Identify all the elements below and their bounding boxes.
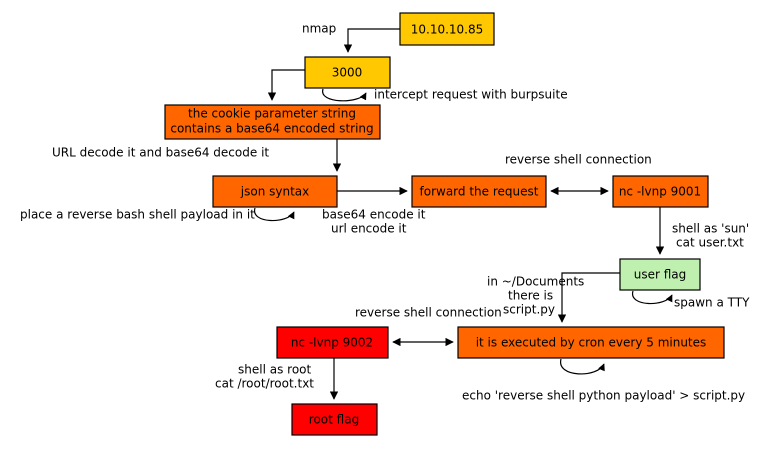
node-user-flag-box[interactable]	[619, 258, 701, 291]
edge-userflag-selfloop-tty	[632, 290, 673, 305]
node-cron-label: it is executed by cron every 5 minutes	[476, 336, 707, 350]
edge-label-echo-payload: echo 'reverse shell python payload' > sc…	[462, 389, 745, 403]
node-nc-9002[interactable]: nc -lvnp 9002	[276, 326, 389, 359]
node-root-flag[interactable]: root flag	[291, 403, 378, 436]
node-forward-request-label: forward the request	[420, 185, 539, 199]
edge-label-reverse-shell-2: reverse shell connection	[355, 306, 502, 320]
node-cookie-label-line1: the cookie parameter string	[188, 107, 356, 121]
node-forward-request-box[interactable]	[411, 175, 547, 208]
edge-label-there-is: there is	[508, 289, 553, 303]
edge-label-burpsuite: intercept request with burpsuite	[374, 88, 568, 102]
edge-target-to-port	[343, 28, 400, 53]
edges	[254, 28, 673, 400]
node-cookie-box[interactable]	[164, 104, 381, 140]
node-json-syntax-label: json syntax	[240, 185, 309, 199]
node-root-flag-box[interactable]	[291, 403, 378, 436]
nodes: 10.10.10.85 3000 the cookie parameter st…	[164, 12, 725, 436]
edge-port-selfloop-burpsuite	[322, 88, 367, 102]
edge-label-script-py: script.py	[503, 303, 555, 317]
edge-userflag-to-cron	[557, 272, 620, 323]
node-port[interactable]: 3000	[304, 56, 391, 89]
edge-label-base64-encode: base64 encode it	[322, 208, 426, 222]
node-user-flag[interactable]: user flag	[619, 258, 701, 291]
edge-cron-selfloop-echo	[560, 358, 605, 375]
edge-label-url-decode: URL decode it and base64 decode it	[52, 146, 269, 160]
node-root-flag-label: root flag	[309, 413, 359, 427]
node-nc-9002-box[interactable]	[276, 326, 389, 359]
node-nc-9001-label: nc -lvnp 9001	[619, 185, 701, 199]
node-nc-9001-box[interactable]	[612, 175, 709, 208]
node-target[interactable]: 10.10.10.85	[399, 12, 495, 46]
edge-label-cat-user-txt: cat user.txt	[676, 236, 744, 250]
node-json-syntax-box[interactable]	[212, 175, 338, 208]
edge-label-reverse-shell-1: reverse shell connection	[505, 153, 652, 167]
node-cookie[interactable]: the cookie parameter string contains a b…	[164, 104, 381, 140]
node-port-label: 3000	[332, 66, 363, 80]
node-json-syntax[interactable]: json syntax	[212, 175, 338, 208]
node-cron-box[interactable]	[457, 326, 725, 359]
node-cron[interactable]: it is executed by cron every 5 minutes	[457, 326, 725, 359]
node-port-box[interactable]	[304, 56, 391, 89]
edge-label-cat-root-txt: cat /root/root.txt	[215, 377, 314, 391]
node-target-box[interactable]	[399, 12, 495, 46]
edge-json-selfloop-payload	[254, 207, 295, 222]
edge-label-spawn-tty: spawn a TTY	[674, 296, 750, 310]
node-forward-request[interactable]: forward the request	[411, 175, 547, 208]
node-target-label: 10.10.10.85	[411, 23, 484, 37]
edge-label-place-payload: place a reverse bash shell payload in it	[20, 208, 255, 222]
edge-port-to-cookie	[267, 69, 305, 101]
node-nc-9001[interactable]: nc -lvnp 9001	[612, 175, 709, 208]
node-nc-9002-label: nc -lvnp 9002	[291, 336, 373, 350]
node-cookie-label-line2: contains a base64 encoded string	[170, 122, 373, 136]
edge-label-url-encode: url encode it	[331, 222, 407, 236]
edge-label-shell-as-sun: shell as 'sun'	[672, 222, 749, 236]
node-user-flag-label: user flag	[634, 268, 687, 282]
edge-labels: nmap intercept request with burpsuite UR…	[20, 22, 750, 403]
edge-label-in-documents: in ~/Documents	[487, 275, 584, 289]
edge-label-shell-as-root: shell as root	[238, 363, 311, 377]
edge-label-nmap: nmap	[302, 22, 336, 36]
